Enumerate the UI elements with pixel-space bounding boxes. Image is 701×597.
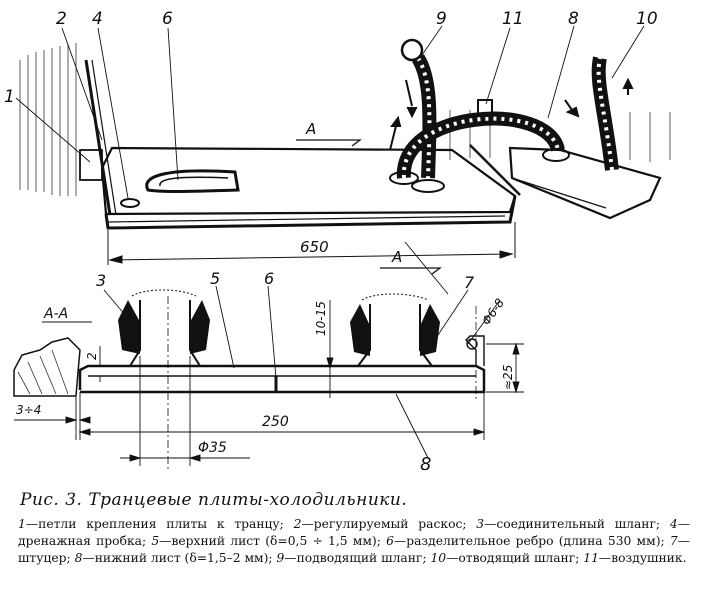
- figure-caption: Рис. 3. Транцевые плиты-холодильники. 1—…: [18, 490, 690, 567]
- legend-number: 11: [583, 551, 599, 565]
- legend-number: 7: [669, 534, 678, 548]
- adjustable-brace: [84, 59, 112, 216]
- legend-item: 9—подводящий шланг;: [276, 551, 427, 565]
- perspective-view: 1 2 4 6 9 11 8 10 A 650 A: [4, 9, 671, 295]
- technical-drawing: 1 2 4 6 9 11 8 10 A 650 A: [4, 9, 671, 475]
- legend-item: 2—регулируемый раскос;: [293, 517, 467, 531]
- legend-number: 9: [276, 551, 285, 565]
- caption-legend: 1—петли крепления плиты к транцу; 2—регу…: [18, 516, 690, 567]
- dim-2: 2: [85, 352, 99, 360]
- legend-number: 3: [476, 517, 485, 531]
- section-label: A-A: [43, 306, 68, 322]
- callout-1: 1: [4, 87, 15, 107]
- callout-8: 8: [420, 454, 431, 475]
- dim-250: 250: [262, 414, 289, 430]
- legend-text: регулируемый раскос;: [313, 517, 467, 531]
- legend-number: 10: [430, 551, 447, 565]
- dim-offset: [14, 392, 91, 440]
- inlet-hose-end: [400, 38, 424, 62]
- transom-hinge: [79, 149, 103, 181]
- section-mark-bottom: [380, 267, 442, 275]
- bottom-sheet-section: [78, 364, 486, 394]
- legend-number: 5: [151, 534, 160, 548]
- legend-text: верхний лист (δ=0,5 ÷ 1,5 мм);: [171, 534, 381, 548]
- callout-6-section: 6: [264, 269, 274, 288]
- legend-number: 1: [18, 517, 26, 531]
- legend-item: 3—соединительный шланг;: [476, 517, 661, 531]
- legend-item: 4—дренажная пробка;: [18, 517, 690, 548]
- section-leaders: [103, 285, 469, 459]
- section-mark-top: [296, 139, 362, 147]
- legend-item: 7—штуцер;: [18, 534, 690, 565]
- right-fitting: [350, 293, 440, 367]
- legend-text: нижний лист (δ=1,5–2 мм);: [94, 551, 273, 565]
- transom-hatching: [19, 43, 671, 196]
- callout-11: 11: [502, 9, 524, 29]
- dim-35: Φ35: [198, 440, 227, 456]
- callout-10: 10: [636, 9, 658, 29]
- legend-number: 4: [669, 517, 678, 531]
- divider-rib: [145, 169, 240, 193]
- legend-text: разделительное ребро (длина 530 мм);: [406, 534, 665, 548]
- dim-650-label: 650: [300, 238, 329, 256]
- callout-8-top: 8: [568, 9, 579, 29]
- caption-title: Рис. 3. Транцевые плиты-холодильники.: [20, 490, 408, 510]
- dim-10-15: 10-15: [314, 301, 328, 336]
- dim-25: ≈25: [501, 365, 515, 390]
- legend-item: 8—нижний лист (δ=1,5–2 мм);: [74, 551, 273, 565]
- section-letter-top: A: [305, 120, 316, 138]
- dim-3-4: 3÷4: [16, 403, 41, 417]
- callout-5: 5: [210, 269, 220, 288]
- inlet-hose: [411, 54, 437, 179]
- leader-lines: [15, 25, 645, 199]
- legend-item: 5—верхний лист (δ=0,5 ÷ 1,5 мм);: [151, 534, 381, 548]
- drain-plug: [120, 198, 140, 208]
- dim-fitting-height: [326, 300, 334, 398]
- dim-width: [78, 392, 486, 440]
- legend-text: дренажная пробка;: [18, 534, 147, 548]
- legend-item: 10—отводящий шланг;: [430, 551, 580, 565]
- legend-number: 2: [293, 517, 302, 531]
- legend-text: штуцер;: [18, 551, 71, 565]
- dimension-650: [107, 222, 516, 265]
- section-view: A-A 3 5 6 7 8 10-15 Φ6-8 2: [13, 269, 524, 475]
- legend-text: соединительный шланг;: [496, 517, 661, 531]
- dim-hole: Φ6-8: [479, 296, 507, 328]
- legend-number: 8: [74, 551, 83, 565]
- legend-text: петли крепления плиты к транцу;: [38, 517, 284, 531]
- transom-section: [13, 337, 81, 397]
- callout-6: 6: [162, 9, 173, 29]
- section-letter-bottom: A: [391, 248, 402, 266]
- callout-7: 7: [464, 273, 475, 292]
- air-vent: [477, 99, 493, 117]
- left-fitting: [118, 289, 210, 367]
- callout-9: 9: [436, 9, 447, 29]
- legend-text: воздушник.: [611, 551, 687, 565]
- legend-number: 6: [386, 534, 394, 548]
- dim-diameter: [120, 356, 250, 466]
- legend-item: 11—воздушник.: [583, 551, 687, 565]
- dim-total-height: [486, 342, 524, 394]
- callout-2: 2: [56, 9, 67, 29]
- second-plate-outline: [508, 146, 662, 220]
- callout-4: 4: [92, 9, 103, 29]
- legend-text: подводящий шланг;: [296, 551, 427, 565]
- legend-text: отводящий шланг;: [458, 551, 580, 565]
- legend-item: 6—разделительное ребро (длина 530 мм);: [386, 534, 665, 548]
- callout-3: 3: [96, 271, 106, 290]
- legend-item: 1—петли крепления плиты к транцу;: [18, 517, 284, 531]
- flow-arrows: [389, 77, 634, 151]
